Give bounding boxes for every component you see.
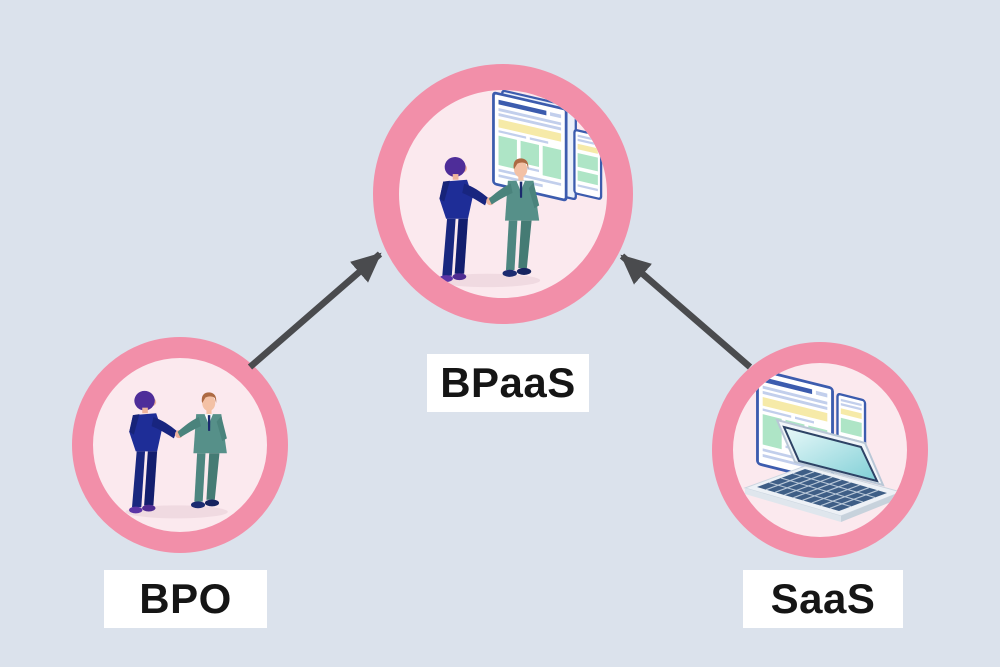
bpo-label: BPO xyxy=(104,570,267,628)
handshake-documents-illustration xyxy=(435,90,603,288)
handshake-illustration xyxy=(125,390,228,519)
bpaas-circle xyxy=(373,64,633,324)
arrow-bpo-to-bpaas xyxy=(247,251,383,370)
saas-label: SaaS xyxy=(743,570,903,628)
saas-circle xyxy=(712,342,928,558)
bpaas-label: BPaaS xyxy=(427,354,589,412)
businessmen-handshake-icon xyxy=(125,390,228,519)
bpo-circle xyxy=(72,337,288,553)
laptop-documents-illustration xyxy=(744,368,902,523)
arrow-saas-to-bpaas xyxy=(619,253,753,370)
